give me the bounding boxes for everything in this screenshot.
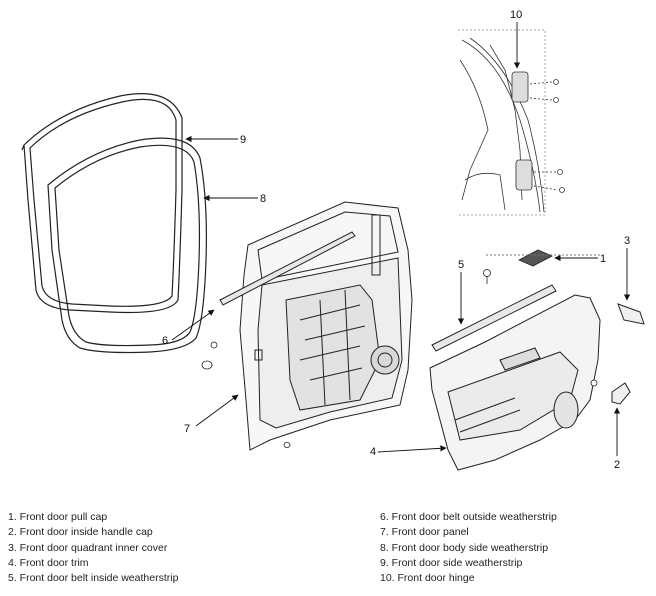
callout-8: 8 xyxy=(260,193,266,205)
callout-10: 10 xyxy=(510,9,522,21)
upper-hinge xyxy=(511,71,529,103)
legend-left-column: 1. Front door pull cap 2. Front door ins… xyxy=(8,510,178,586)
callout-7: 7 xyxy=(184,423,190,435)
window-regulator xyxy=(285,284,381,411)
inside-handle-cap xyxy=(611,382,631,405)
leader-lines xyxy=(171,22,631,456)
door-trim xyxy=(429,294,601,471)
callout-5: 5 xyxy=(458,259,464,271)
panel-fasteners xyxy=(201,341,291,448)
belt-inside-weatherstrip xyxy=(431,284,557,352)
legend-item-3: 3. Front door quadrant inner cover xyxy=(8,541,168,554)
callout-4: 4 xyxy=(370,446,376,458)
door-hinge-detail xyxy=(458,29,565,216)
callout-1: 1 xyxy=(600,253,606,265)
door-side-weatherstrip xyxy=(21,93,183,314)
callout-6: 6 xyxy=(162,335,168,347)
legend-item-8: 8. Front door body side weatherstrip xyxy=(380,541,549,554)
legend-item-6: 6. Front door belt outside weatherstrip xyxy=(380,511,557,523)
trim-clip xyxy=(483,269,598,387)
legend-item-4: 4. Front door trim xyxy=(8,556,89,569)
legend-right-column: 6. Front door belt outside weatherstrip … xyxy=(380,510,557,586)
lower-hinge xyxy=(515,159,533,191)
door-panel xyxy=(239,201,413,451)
legend-item-2: 2. Front door inside handle cap xyxy=(8,526,153,539)
legend-item-5: 5. Front door belt inside weatherstrip xyxy=(8,572,179,585)
legend-item-1: 1. Front door pull cap xyxy=(8,511,108,523)
callout-9: 9 xyxy=(240,134,246,146)
callout-2: 2 xyxy=(614,459,620,471)
door-pull-cap xyxy=(518,249,553,267)
legend-item-7: 7. Front door panel xyxy=(380,526,469,539)
inside-handle-recess xyxy=(499,347,541,371)
quadrant-inner-cover xyxy=(617,303,645,325)
body-side-weatherstrip xyxy=(47,137,207,354)
legend-item-10: 10. Front door hinge xyxy=(380,572,475,585)
callout-3: 3 xyxy=(624,235,630,247)
legend-item-9: 9. Front door side weatherstrip xyxy=(380,556,523,569)
belt-outside-weatherstrip xyxy=(219,231,356,306)
exploded-door-diagram: 10 1 3 2 4 5 6 7 8 9 xyxy=(21,9,645,471)
